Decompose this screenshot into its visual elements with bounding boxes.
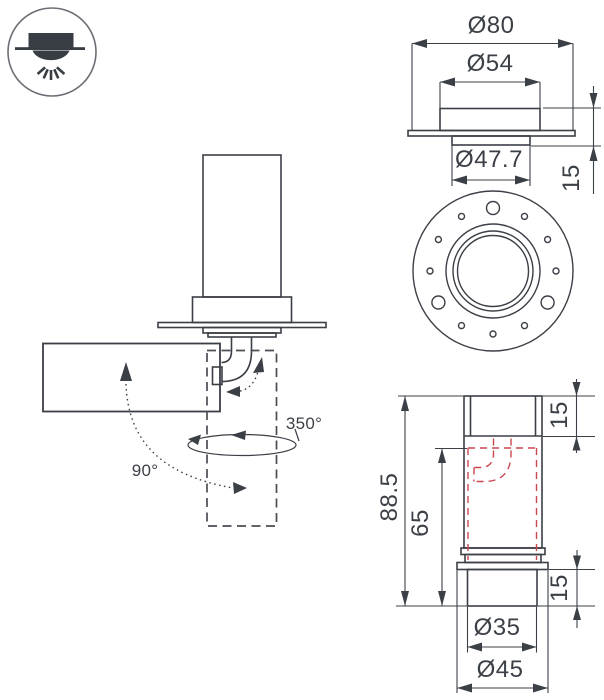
ring-groove-2 [464, 553, 542, 564]
elbow-inner-arc [221, 337, 233, 364]
top-view-dimension-lines [411, 42, 601, 194]
lens-ring-circle [445, 223, 541, 319]
lamp-flange [202, 326, 282, 334]
tilt-90-arc [125, 383, 234, 489]
housing-tube [463, 395, 543, 549]
internal-elbow-inner-red [474, 438, 495, 469]
top-profile-view [407, 39, 601, 194]
dim-bezel-diameter: Ø54 [466, 50, 514, 77]
tilt-90-arrow-right-icon [233, 482, 247, 494]
dim-base-height: 15 [546, 574, 573, 602]
dim-recess-depth: 65 [407, 509, 434, 537]
side-view-rotation-diagram [42, 154, 327, 527]
elbow-connector [211, 366, 223, 386]
rotation-arrow-left-icon [231, 430, 246, 440]
tilt-arrow-left-icon [226, 386, 240, 397]
bezel-box [439, 107, 541, 132]
label-rotation-angle: 350° [285, 414, 323, 433]
cutout-collar [451, 135, 531, 146]
side-view-dimension-lines [396, 379, 595, 693]
lens-bezel-circle [452, 230, 534, 312]
recessed-downlight-icon [7, 7, 97, 97]
icon-housing [28, 33, 74, 48]
rotation-label-leader [294, 428, 300, 442]
base-flange [456, 561, 549, 571]
icon-lamp-dome [32, 50, 70, 61]
lamp-head-rotated-outline [206, 349, 278, 527]
tilt-arrow-up-icon [253, 357, 264, 373]
cap-inner-lines [464, 396, 542, 437]
elbow-outer-arc [221, 337, 253, 383]
dim-cutout-diameter: Ø47.7 [455, 146, 523, 173]
trim-plate [407, 129, 576, 137]
internal-cable-path-red [467, 438, 538, 560]
icon-light-rays [36, 66, 66, 80]
mounting-holes-small [426, 212, 560, 338]
internal-elbow-outer-red [474, 438, 512, 483]
internal-outline-red [467, 447, 538, 560]
dim-cap-height: 15 [546, 401, 573, 429]
dim-bezel-height: 15 [558, 164, 585, 192]
tilt-90-arrow-up-icon [120, 362, 132, 381]
dim-flange-diameter: Ø45 [476, 656, 524, 683]
label-tilt-angle: 90° [131, 461, 159, 480]
top-view-dimension-arrows [412, 39, 598, 185]
dim-tube-diameter: Ø35 [473, 614, 521, 641]
icon-ceiling-line [15, 47, 85, 50]
dim-outer-diameter: Ø80 [467, 12, 515, 39]
rotation-arrow-end-icon [188, 434, 201, 445]
dim-total-height: 88.5 [376, 472, 403, 522]
lamp-head-horizontal [42, 342, 221, 413]
lens-circle [456, 234, 530, 308]
side-profile-dimension-view [396, 379, 595, 693]
base-cylinder [466, 568, 538, 607]
trim-ring-outer-circle [412, 190, 574, 352]
bottom-circular-view [412, 190, 574, 352]
lamp-flange-lip [207, 332, 277, 338]
lamp-collar [191, 296, 293, 324]
ring-groove-1 [460, 547, 546, 556]
side-view-dimension-arrows [401, 382, 581, 693]
mounting-holes-large [431, 200, 555, 310]
lamp-tube-body [202, 154, 282, 298]
